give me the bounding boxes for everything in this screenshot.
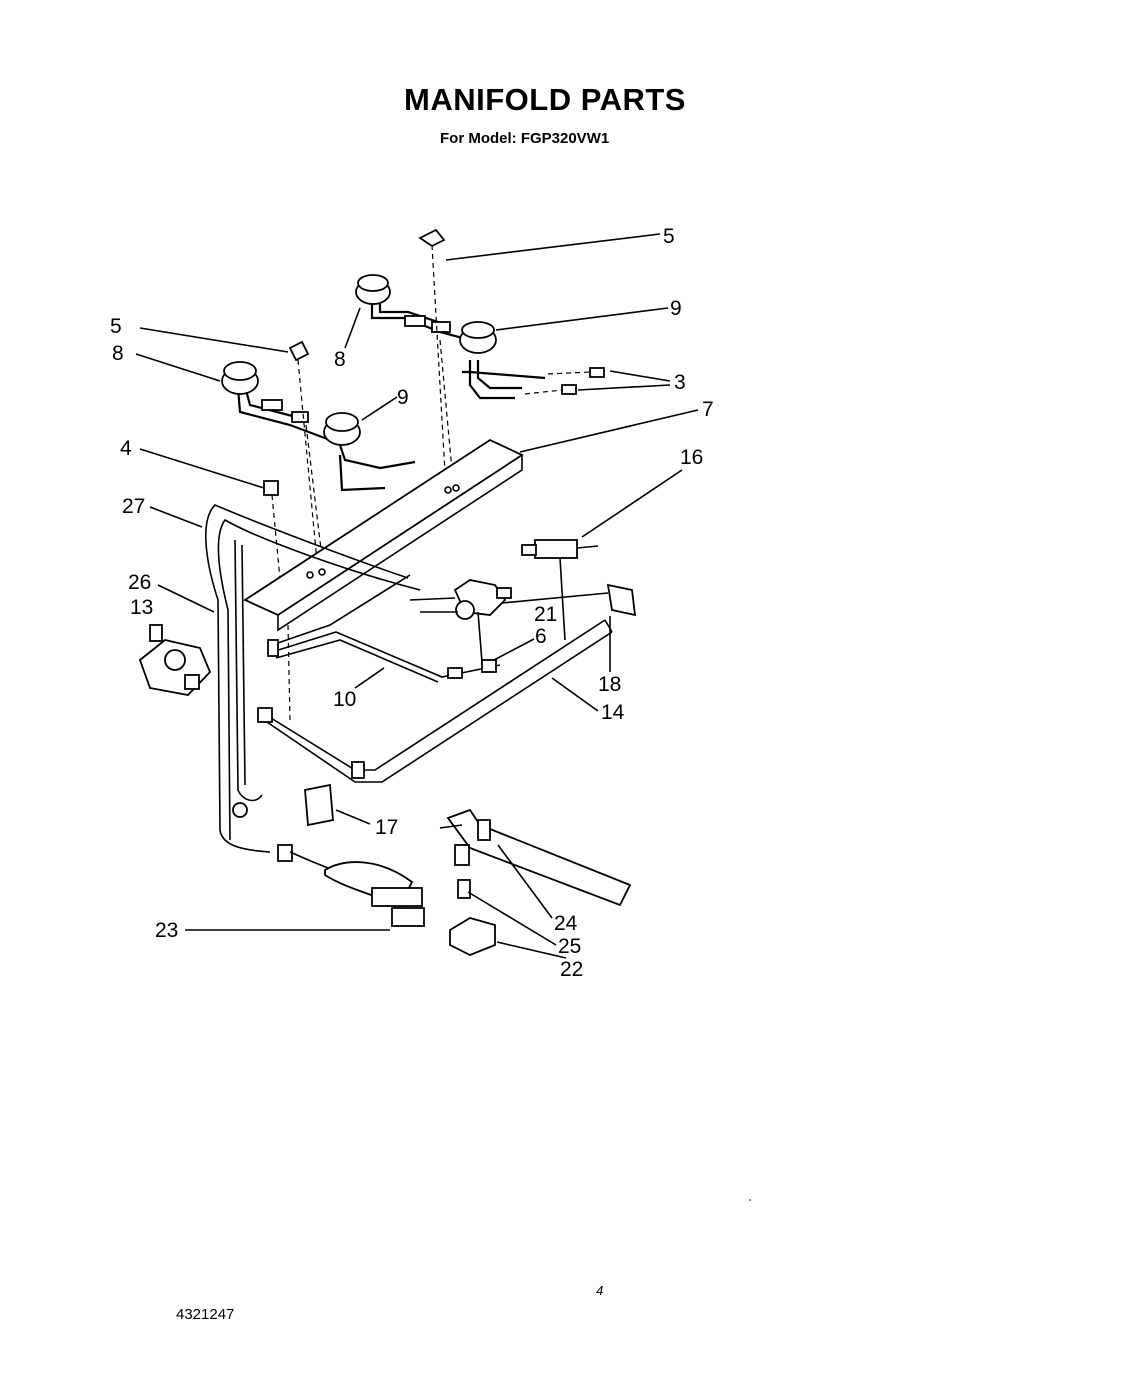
callout-24: 24 xyxy=(554,912,578,935)
bracket-17 xyxy=(304,783,334,827)
callout-26: 26 xyxy=(128,571,151,594)
callout-5-top: 5 xyxy=(663,225,675,248)
pressure-regulator xyxy=(138,624,212,696)
callout-7: 7 xyxy=(702,398,714,421)
orifice-parts xyxy=(524,367,605,395)
callout-21: 21 xyxy=(534,603,557,626)
gas-tubing xyxy=(205,504,421,893)
oven-valve-assembly xyxy=(267,574,512,683)
page-title: MANIFOLD PARTS xyxy=(404,82,686,117)
page-number: 4 xyxy=(596,1283,604,1298)
callout-14: 14 xyxy=(601,701,625,724)
callout-16: 16 xyxy=(680,446,703,469)
burner-assembly-left xyxy=(221,340,416,492)
manifold-bracket xyxy=(243,438,524,632)
model-subtitle: For Model: FGP320VW1 xyxy=(440,130,610,147)
callout-10: 10 xyxy=(333,688,356,711)
callout-8-left: 8 xyxy=(112,342,124,365)
callout-4: 4 xyxy=(120,437,132,460)
callout-22: 22 xyxy=(560,958,583,981)
callout-25: 25 xyxy=(558,935,581,958)
nut-part xyxy=(263,480,279,496)
callout-13: 13 xyxy=(130,596,153,619)
burner-tube xyxy=(257,619,613,783)
callout-23: 23 xyxy=(155,919,178,942)
thermostat-valve xyxy=(521,539,599,641)
callout-17: 17 xyxy=(375,816,398,839)
bracket-18 xyxy=(606,583,637,617)
callout-27: 27 xyxy=(122,495,145,518)
callout-5-left: 5 xyxy=(110,315,122,338)
callout-6: 6 xyxy=(535,625,547,648)
callout-9-left: 9 xyxy=(397,386,409,409)
burner-assembly-right xyxy=(355,228,546,400)
callout-3: 3 xyxy=(674,371,686,394)
callout-9-top: 9 xyxy=(670,297,682,320)
leader-lines xyxy=(135,233,699,959)
document-code: 4321247 xyxy=(176,1306,235,1323)
broil-burner-assembly xyxy=(324,808,632,956)
callout-8-top: 8 xyxy=(334,348,346,371)
callout-18: 18 xyxy=(598,673,621,696)
